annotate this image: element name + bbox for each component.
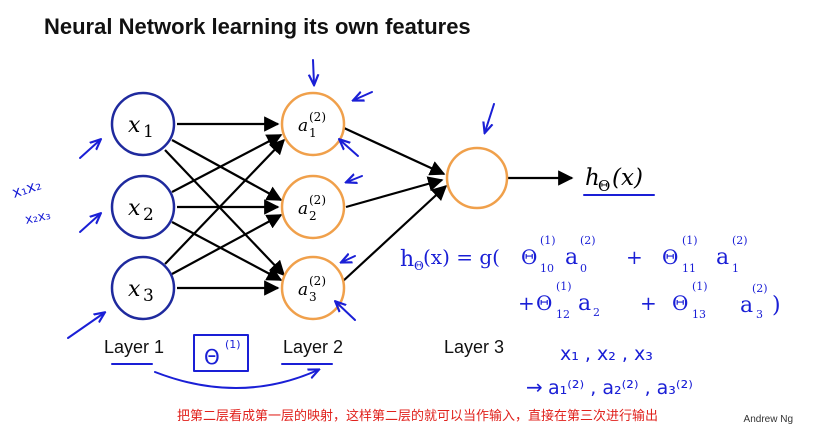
- hidden-arrow-a3: [342, 256, 356, 262]
- mapping-curve-arrow: [154, 370, 318, 389]
- node-superscript: (2): [309, 193, 326, 207]
- formula-term3: Θ: [536, 291, 552, 315]
- formula-term1-sup: (1): [540, 234, 556, 247]
- formula-term1-a-sub: 0: [580, 262, 587, 275]
- slide-title: Neural Network learning its own features: [44, 14, 471, 39]
- layer-label-1: Layer 1: [104, 337, 165, 357]
- layer-label-2: Layer 2: [283, 337, 344, 357]
- node-subscript: 3: [143, 286, 154, 306]
- formula-term3-sup: (1): [556, 280, 572, 293]
- hidden-arrow-top: [313, 59, 314, 84]
- node-symbol: a: [298, 280, 308, 300]
- output-theta: Θ: [598, 177, 610, 195]
- formula-term2: Θ: [662, 245, 678, 269]
- formula-plus1: +: [626, 245, 643, 269]
- input-node-x1: x 1: [110, 91, 176, 157]
- node-subscript: 1: [309, 126, 317, 140]
- formula-close: ): [772, 293, 781, 318]
- formula-term4-a: a: [740, 293, 753, 318]
- input-arrow-2: [79, 214, 100, 233]
- formula-term2-sup: (1): [682, 234, 698, 247]
- formula-lhs: h: [400, 247, 414, 272]
- output-label: h Θ (x): [585, 165, 643, 195]
- input-arrow-1: [79, 140, 100, 159]
- box-theta-sup: (1): [225, 338, 241, 351]
- box-theta: Θ: [204, 345, 220, 369]
- formula-line2-plus: +: [518, 291, 535, 315]
- input-layer: x 1 x 2 x 3: [110, 91, 176, 321]
- formula-plus2: +: [640, 291, 657, 315]
- node-symbol: x: [128, 277, 141, 302]
- map-to: a₁⁽²⁾ , a₂⁽²⁾ , a₃⁽²⁾: [548, 377, 693, 399]
- output-layer: h Θ (x): [445, 146, 655, 210]
- formula-term1-sub: 10: [540, 262, 554, 275]
- formula-term3-a: a: [578, 291, 591, 316]
- node-symbol: x: [128, 196, 141, 221]
- layer-label-3: Layer 3: [444, 337, 505, 357]
- node-subscript: 1: [143, 122, 154, 142]
- formula-term2-a-sup: (2): [732, 234, 748, 247]
- hidden-arrow-a2: [347, 176, 363, 182]
- output-h: h: [585, 165, 600, 191]
- output-arg: (x): [612, 165, 643, 191]
- formula-lhs-sub: Θ: [414, 259, 424, 273]
- output-arrow: [485, 103, 495, 132]
- hidden-node-a3: a 3 (2): [280, 255, 346, 321]
- formula-term4-a-sub: 3: [756, 308, 763, 321]
- formula-term2-a: a: [716, 245, 729, 270]
- credit: Andrew Ng: [743, 414, 793, 425]
- node-symbol: a: [298, 199, 308, 219]
- node-subscript: 2: [309, 209, 317, 223]
- handwritten-input-notes: x₁x₂ x₂x₃: [10, 59, 495, 339]
- connections-input-hidden: [164, 116, 286, 296]
- formula-term4-sub: 13: [692, 308, 706, 321]
- formula-term2-sub: 11: [682, 262, 696, 275]
- formula-term3-sub: 12: [556, 308, 570, 321]
- node-symbol: x: [128, 113, 141, 138]
- formula-term4-sup: (1): [692, 280, 708, 293]
- map-to-arrow: →: [526, 375, 543, 399]
- output-node: [445, 146, 509, 210]
- hidden-layer: a 1 (2) a 2 (2) a 3 (2): [280, 91, 346, 321]
- input-arrow-3: [67, 313, 104, 339]
- node-subscript: 3: [309, 290, 317, 304]
- input-note-1: x₁x₂: [10, 175, 44, 201]
- mapping-notes: x₁ , x₂ , x₃ → a₁⁽²⁾ , a₂⁽²⁾ , a₃⁽²⁾: [526, 343, 693, 399]
- formula-term1-a: a: [565, 245, 578, 270]
- handwritten-formula: h Θ (x) = g( Θ (1) 10 a (2) 0 + Θ (1) 11…: [400, 234, 781, 321]
- formula-term1-a-sup: (2): [580, 234, 596, 247]
- formula-term2-a-sub: 1: [732, 262, 739, 275]
- node-subscript: 2: [143, 205, 154, 225]
- hidden-node-a2: a 2 (2): [280, 174, 346, 240]
- formula-term1: Θ: [521, 245, 537, 269]
- formula-lhs-arg: (x) = g(: [423, 245, 500, 269]
- node-superscript: (2): [309, 110, 326, 124]
- theta-box: Θ (1): [111, 334, 333, 389]
- hidden-arrow-a3-lower: [336, 302, 356, 321]
- formula-term4: Θ: [672, 291, 688, 315]
- input-node-x2: x 2: [110, 174, 176, 240]
- formula-term3-a-sub: 2: [593, 306, 600, 319]
- node-superscript: (2): [309, 274, 326, 288]
- theta-box-frame: [193, 334, 249, 372]
- hidden-node-a1: a 1 (2): [280, 91, 346, 157]
- formula-term4-a-sup: (2): [752, 282, 768, 295]
- node-symbol: a: [298, 116, 308, 136]
- chinese-subtitle: 把第二层看成第一层的映射，这样第二层的就可以当作输入，直接在第三次进行输出: [176, 409, 658, 424]
- map-from: x₁ , x₂ , x₃: [560, 343, 653, 365]
- input-note-2: x₂x₃: [24, 208, 52, 228]
- connections-hidden-output: [341, 127, 574, 283]
- hidden-arrow-a1-lower: [340, 140, 359, 157]
- hidden-arrow-a1: [354, 92, 373, 100]
- input-node-x3: x 3: [110, 255, 176, 321]
